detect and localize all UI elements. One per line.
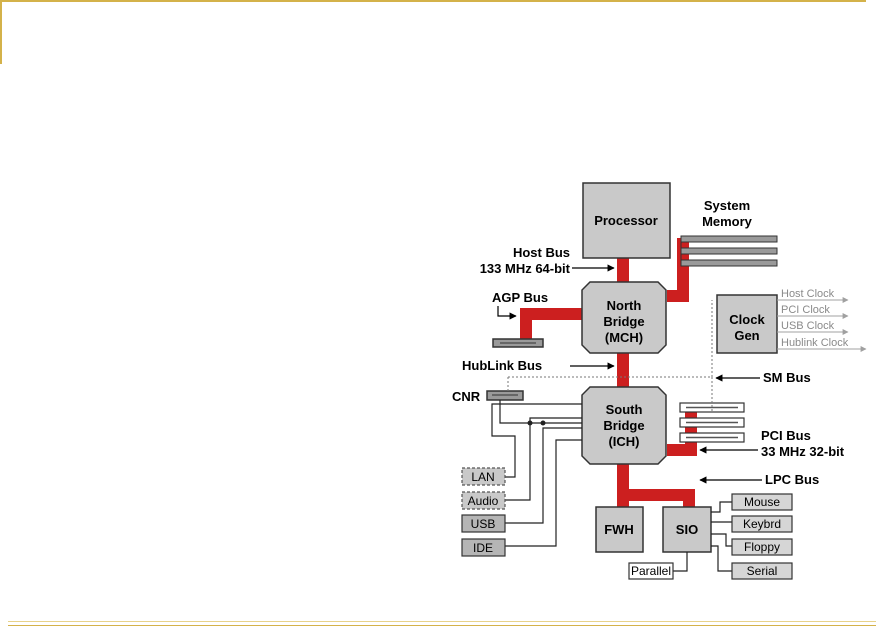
- south-bridge-label-line2: Bridge: [603, 418, 644, 433]
- memory-module-2: [680, 247, 778, 255]
- ich-devices: LAN Audio USB IDE: [461, 467, 506, 557]
- lpc-to-fwh-red: [617, 489, 629, 509]
- serial-box: [731, 562, 793, 580]
- hublink-clock-label: Hublink Clock: [781, 337, 849, 349]
- sio-devices: Mouse Keybrd Floppy Serial Parallel: [628, 493, 793, 580]
- ide-box: [461, 538, 506, 557]
- pci-bus-label: PCI Bus: [761, 428, 811, 443]
- lpc-to-sio-red: [683, 489, 695, 509]
- host-bus-red-line: [617, 258, 629, 288]
- pci-bus-spec-label: 33 MHz 32-bit: [761, 444, 845, 459]
- audio-label: Audio: [468, 494, 499, 508]
- hublink-bus-label: HubLink Bus: [462, 358, 542, 373]
- mouse-label: Mouse: [744, 495, 780, 509]
- floppy-label: Floppy: [744, 540, 780, 554]
- system-memory-modules: System Memory: [680, 198, 778, 267]
- mouse-box: [731, 493, 793, 511]
- system-memory-label-line1: System: [704, 198, 750, 213]
- system-memory-label-line2: Memory: [702, 214, 753, 229]
- keybrd-label: Keybrd: [743, 517, 781, 531]
- hublink-bus-red-line: [617, 349, 629, 389]
- cnr-label: CNR: [452, 389, 481, 404]
- cnr-slot: CNR: [452, 389, 524, 404]
- host-clock-label: Host Clock: [781, 288, 835, 300]
- sm-bus-dotted: [507, 300, 713, 412]
- processor-block: Processor: [582, 182, 671, 259]
- lan-box: [461, 467, 506, 486]
- floppy-box: [731, 538, 793, 556]
- agp-bus-red-vertical: [520, 308, 532, 342]
- clock-gen-label-line2: Gen: [734, 328, 759, 343]
- audio-box: [461, 491, 506, 510]
- parallel-box: [628, 562, 674, 580]
- pci-slots: [679, 402, 745, 443]
- usb-box: [461, 514, 506, 533]
- north-bridge-label-line3: (MCH): [605, 330, 643, 345]
- parallel-label: Parallel: [631, 564, 671, 578]
- sio-device-connectors: [673, 501, 732, 572]
- fwh-label: FWH: [604, 522, 634, 537]
- pci-clock-label: PCI Clock: [781, 304, 830, 316]
- fwh-block: FWH: [595, 506, 644, 553]
- north-bridge-block: North Bridge (MCH): [581, 281, 667, 354]
- agp-bus-label: AGP Bus: [492, 290, 548, 305]
- host-bus-spec-label: 133 MHz 64-bit: [480, 261, 571, 276]
- keybrd-box: [731, 515, 793, 533]
- clock-gen-label-line1: Clock: [729, 312, 765, 327]
- red-bus-lines: [520, 238, 697, 509]
- slide-frame-top-rule: [0, 0, 866, 2]
- sio-block: SIO: [662, 506, 712, 553]
- south-bridge-label-line1: South: [606, 402, 643, 417]
- sio-label: SIO: [676, 522, 698, 537]
- serial-label: Serial: [747, 564, 778, 578]
- sm-bus-label: SM Bus: [763, 370, 811, 385]
- memory-module-1: [680, 235, 778, 243]
- lpc-bus-label: LPC Bus: [765, 472, 819, 487]
- lpc-bus-red-horizontal: [617, 489, 695, 501]
- agp-slot: [492, 338, 544, 348]
- slide-frame-bottom-rule-inner: [8, 621, 876, 622]
- pci-bus-red-vertical: [685, 405, 697, 456]
- host-bus-label: Host Bus: [513, 245, 570, 260]
- north-bridge-label-line2: Bridge: [603, 314, 644, 329]
- slide-frame-left-rule: [0, 0, 2, 64]
- usb-label: USB: [471, 517, 496, 531]
- clock-outputs: Host Clock PCI Clock USB Clock Hublink C…: [777, 288, 867, 352]
- ich-device-connectors: [491, 400, 582, 547]
- south-bridge-block: South Bridge (ICH): [581, 386, 667, 465]
- bus-labels: Host Bus 133 MHz 64-bit AGP Bus HubLink …: [462, 245, 845, 487]
- usb-clock-label: USB Clock: [781, 320, 835, 332]
- ide-label: IDE: [473, 541, 493, 555]
- lan-label: LAN: [471, 470, 494, 484]
- processor-label: Processor: [594, 213, 658, 228]
- memory-module-3: [680, 259, 778, 267]
- south-bridge-label-line3: (ICH): [608, 434, 639, 449]
- agp-bus-red-horizontal: [520, 308, 582, 320]
- clock-gen-block: Clock Gen: [716, 294, 778, 354]
- north-bridge-label-line1: North: [607, 298, 642, 313]
